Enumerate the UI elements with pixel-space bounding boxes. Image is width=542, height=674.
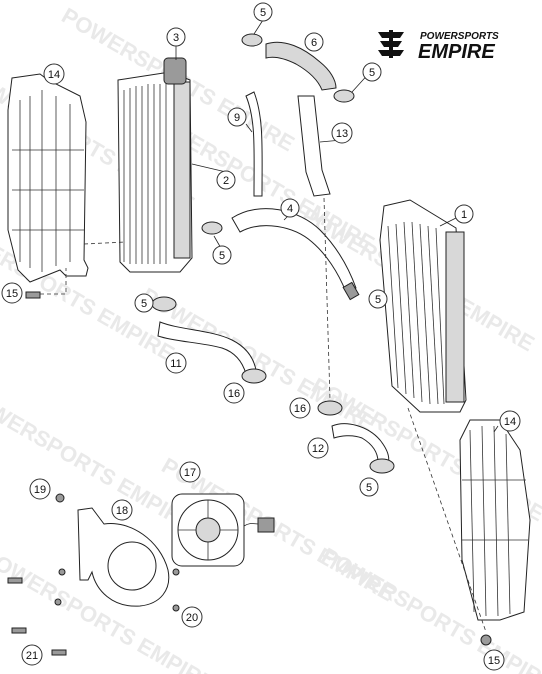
callout-4: 4 [280,198,300,218]
callout-14a: 14 [43,63,65,85]
clamp-5-top [241,33,263,47]
svg-text:18: 18 [116,505,128,517]
callout-6: 6 [304,32,324,52]
callout-1: 1 [454,204,474,224]
svg-text:5: 5 [219,250,225,262]
part-2-left-radiator [117,57,193,273]
svg-text:3: 3 [173,32,179,44]
part-17-fan [171,493,275,567]
screw-group-20 [54,568,180,612]
part-6-hose [265,41,337,91]
svg-text:16: 16 [228,388,240,400]
callout-15a: 15 [1,282,23,304]
svg-text:21: 21 [26,650,38,662]
svg-text:15: 15 [488,655,500,667]
brand-mark-icon [378,30,404,58]
svg-text:16: 16 [294,403,306,415]
part-14-left-shroud [7,73,89,283]
callout-16b: 16 [289,397,311,419]
callout-5f: 5 [359,477,379,497]
screw-15-right [480,634,492,646]
callout-18: 18 [111,499,133,521]
dashed-leaders [40,197,487,633]
callout-5a: 5 [253,2,273,22]
svg-text:4: 4 [287,203,293,215]
part-13-hose [297,95,331,197]
callout-17: 17 [179,461,201,483]
svg-text:13: 13 [336,128,348,140]
clamp-16-left [241,368,267,384]
callout-5b: 5 [362,62,382,82]
callout-15b: 15 [483,649,505,671]
svg-text:2: 2 [223,175,229,187]
screw-15-left [25,291,41,299]
svg-text:6: 6 [311,37,317,49]
svg-text:19: 19 [34,484,46,496]
svg-text:1: 1 [461,209,467,221]
svg-text:9: 9 [234,112,240,124]
part-9-hose [245,91,263,197]
svg-text:11: 11 [170,358,181,370]
screw-group-21 [7,577,67,656]
svg-text:14: 14 [48,69,60,81]
svg-text:5: 5 [369,67,375,79]
brand-line1: POWERSPORTS [420,31,499,42]
clamp-5-right [333,89,355,103]
svg-text:17: 17 [184,467,196,479]
callout-19: 19 [29,478,51,500]
callout-14b: 14 [499,410,521,432]
fitting-5 [342,281,360,301]
svg-text:5: 5 [141,298,147,310]
callout-11: 11 [165,352,187,374]
clamp-16-right [317,400,343,416]
callout-21: 21 [21,644,43,666]
svg-text:14: 14 [504,416,516,428]
part-1-right-radiator [379,199,467,413]
svg-text:5: 5 [260,7,266,19]
callout-13: 13 [331,122,353,144]
screw-19 [55,493,65,503]
clamp-5-left [151,296,177,312]
callout-2: 2 [216,170,236,190]
svg-text:12: 12 [312,443,324,455]
svg-text:5: 5 [366,482,372,494]
brand-logo: POWERSPORTS EMPIRE [378,30,499,63]
svg-text:15: 15 [6,288,18,300]
callout-5e: 5 [368,289,388,309]
callout-5d: 5 [134,293,154,313]
callout-12: 12 [307,437,329,459]
clamp-5-lower [369,458,395,474]
brand-line2: EMPIRE [418,41,495,63]
callout-16a: 16 [223,382,245,404]
part-14-right-shroud [459,419,531,621]
svg-text:5: 5 [375,294,381,306]
callout-9: 9 [227,107,247,127]
callout-5c: 5 [212,245,232,265]
part-18-bracket [77,507,170,607]
callout-3: 3 [166,27,186,47]
svg-text:20: 20 [186,612,198,624]
clamp-5-mid [201,221,223,235]
callout-20: 20 [181,606,203,628]
